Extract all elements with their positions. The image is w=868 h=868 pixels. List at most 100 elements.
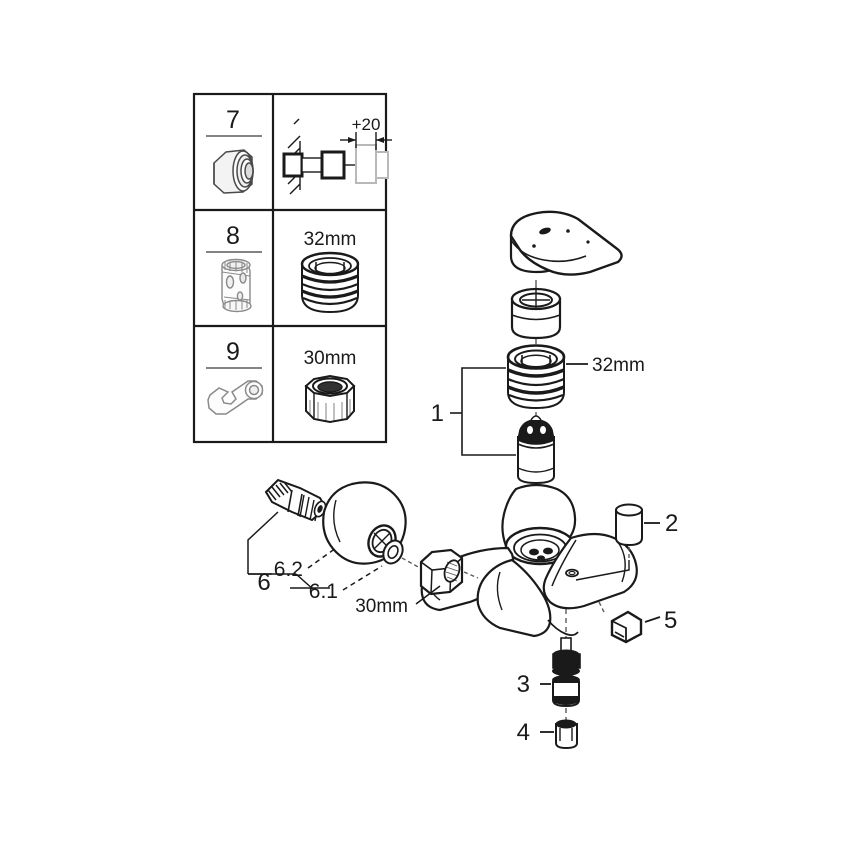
cartridge-band-2 bbox=[517, 467, 555, 473]
sealing-washer bbox=[382, 539, 404, 565]
washer-inner bbox=[387, 545, 399, 559]
cartridge-stem bbox=[530, 415, 542, 421]
cap-thread-1 bbox=[301, 274, 359, 284]
wall-union-shank bbox=[301, 157, 323, 173]
retaining-cap-thread-2 bbox=[507, 377, 565, 387]
cap-bore bbox=[314, 261, 346, 275]
connector-shoulder bbox=[287, 489, 293, 513]
body-diverter-boss bbox=[547, 619, 579, 637]
cap-thread-2 bbox=[301, 282, 359, 292]
callout-label-6: 6 bbox=[257, 569, 270, 596]
callout-label-4: 4 bbox=[517, 719, 530, 746]
diverter-oring-1 bbox=[552, 666, 580, 676]
callout-label-1: 1 bbox=[431, 400, 444, 427]
plug-cap-assembly-leader bbox=[575, 560, 630, 581]
dimension-label-30mm: 30mm bbox=[355, 596, 408, 617]
legend-step-number-8: 8 bbox=[226, 222, 240, 250]
cap-thread-3 bbox=[301, 289, 359, 299]
assembly-dash-washer-nut bbox=[401, 557, 421, 569]
connector-threads-left bbox=[267, 481, 293, 501]
callout-1-bracket bbox=[450, 367, 516, 456]
body-screw-hole bbox=[568, 570, 576, 576]
legend-size-label-32mm: 32mm bbox=[304, 229, 357, 250]
wall-union-black-2 bbox=[320, 150, 346, 180]
callout-label-6-2: 6.2 bbox=[274, 558, 303, 581]
escutcheon bbox=[322, 481, 407, 565]
body-port-hot bbox=[529, 548, 539, 556]
handle-dot-3 bbox=[586, 240, 590, 244]
legend-step-number-7: 7 bbox=[226, 106, 240, 134]
set-screw-cover-slot bbox=[614, 631, 625, 638]
retaining-cap-bore bbox=[520, 354, 552, 368]
sleeve-band bbox=[511, 314, 561, 321]
callout-label-5: 5 bbox=[664, 607, 677, 634]
handle-cap-sleeve bbox=[510, 287, 562, 340]
body-port-cold bbox=[543, 547, 553, 555]
diverter-cap bbox=[555, 719, 578, 750]
dimension-label-plus20: +20 bbox=[352, 115, 381, 134]
plug-cap bbox=[615, 503, 643, 547]
retaining-cap-thread-4 bbox=[508, 393, 564, 402]
mixer-body bbox=[420, 483, 638, 638]
legend-size-label-30mm: 30mm bbox=[304, 348, 357, 369]
handle-dot-1 bbox=[566, 229, 570, 233]
lever-handle bbox=[509, 210, 623, 276]
handle-edge-line bbox=[510, 239, 587, 263]
callout-label-6-1: 6.1 bbox=[309, 580, 338, 603]
body-spout-front bbox=[476, 558, 552, 638]
body-right-arm-edge bbox=[551, 539, 577, 587]
callout-leader-6-2 bbox=[307, 547, 337, 569]
connector-end-hole bbox=[317, 505, 323, 513]
callout-6-bracket bbox=[247, 511, 330, 591]
diverter-cartridge bbox=[552, 637, 581, 708]
dimension-arrow-plus20 bbox=[340, 132, 392, 150]
cartridge-port-2 bbox=[540, 426, 546, 434]
cartridge-port-1 bbox=[527, 426, 533, 434]
cartridge-sleeve-tool-icon bbox=[221, 258, 252, 313]
mixer-cartridge bbox=[517, 415, 555, 485]
callout-leader-5 bbox=[644, 616, 661, 623]
cap-notch bbox=[315, 262, 345, 272]
union-nut-thread-lines bbox=[445, 561, 459, 582]
callout-label-3: 3 bbox=[517, 671, 530, 698]
set-screw-leader-dash bbox=[597, 599, 605, 613]
cartridge-retaining-cap bbox=[506, 344, 566, 410]
callout-label-2: 2 bbox=[665, 510, 678, 537]
dimension-leader-30mm bbox=[415, 585, 441, 605]
cartridge-head bbox=[517, 419, 555, 445]
retaining-cap-notch bbox=[521, 355, 551, 366]
body-right-inlet-arm bbox=[542, 532, 638, 610]
set-screw-cover bbox=[610, 610, 643, 644]
wall-union-connector-icon bbox=[213, 149, 254, 194]
dimension-label-32mm: 32mm bbox=[592, 355, 645, 376]
cartridge-band-1 bbox=[517, 443, 555, 449]
cartridge-cap-icon bbox=[300, 251, 360, 314]
diverter-cap-rim bbox=[555, 719, 577, 729]
combination-wrench-icon bbox=[207, 380, 264, 415]
union-nut bbox=[419, 548, 464, 596]
retaining-cap-thread-1 bbox=[507, 368, 565, 378]
handle-dot-2 bbox=[532, 244, 536, 248]
plug-cap-top bbox=[615, 503, 643, 517]
escutcheon-inner-edge bbox=[333, 499, 341, 543]
callout-leader-6-1 bbox=[342, 565, 383, 591]
diverter-base-seal bbox=[553, 696, 579, 705]
assembly-dash-nut-body bbox=[463, 571, 479, 579]
set-screw-cover-edge bbox=[611, 620, 627, 642]
retaining-cap-thread-3 bbox=[507, 385, 565, 395]
body-right-arm-edge2 bbox=[617, 541, 626, 583]
body-spout-edge bbox=[496, 571, 503, 611]
wall-union-grey-1 bbox=[355, 144, 377, 184]
legend-step-number-9: 9 bbox=[226, 338, 240, 366]
body-port-mix bbox=[537, 555, 545, 561]
wall-union-grey-2 bbox=[375, 151, 389, 179]
diverter-collar-top bbox=[553, 649, 579, 659]
diverter-cap-slot bbox=[559, 728, 573, 741]
connector-shoulder-2 bbox=[297, 493, 303, 517]
cap-thread-4 bbox=[302, 296, 358, 306]
hex-nut-icon bbox=[304, 374, 356, 424]
handle-screw-slot bbox=[539, 227, 551, 235]
